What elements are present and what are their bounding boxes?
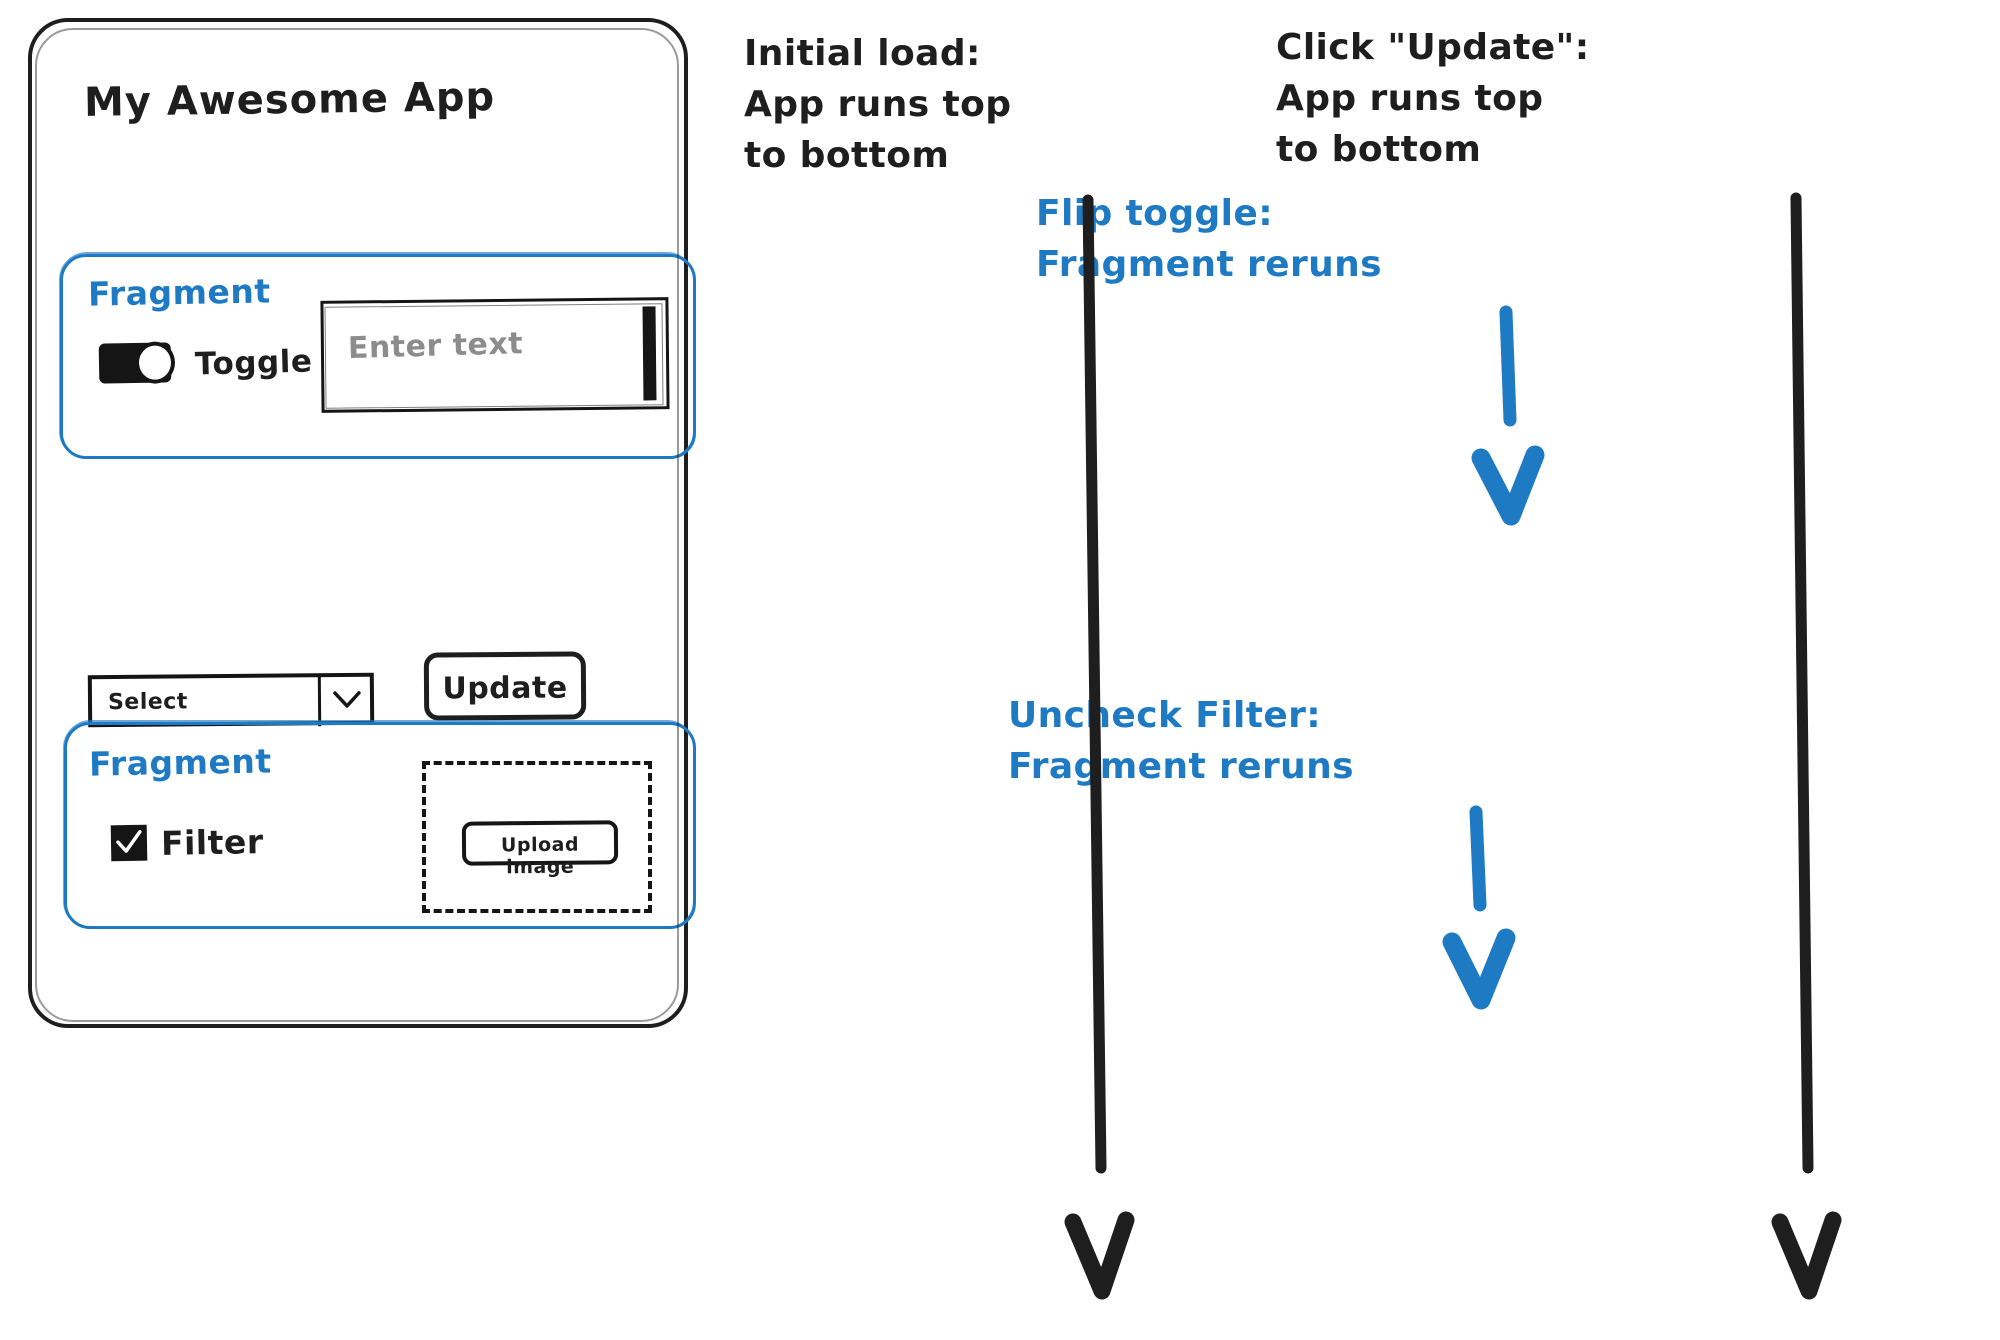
fragment-one-container: Fragment Toggle Enter text xyxy=(59,252,696,459)
toggle-label: Toggle xyxy=(194,343,313,383)
annotation-initial-load: Initial load: App runs top to bottom xyxy=(744,33,1012,177)
update-button-label: Update xyxy=(442,670,568,707)
select-divider xyxy=(317,676,322,727)
toggle-switch[interactable] xyxy=(98,341,176,384)
fragment-two-container: Fragment Filter Upload image xyxy=(63,720,696,929)
fragment-two-label: Fragment xyxy=(88,741,272,784)
text-input[interactable]: Enter text xyxy=(320,297,670,413)
annotation-click-update: Click "Update": App runs top to bottom xyxy=(1276,27,1590,171)
filter-checkbox[interactable] xyxy=(110,824,148,861)
upload-image-button[interactable]: Upload image xyxy=(461,820,619,878)
uncheck-filter-arrow xyxy=(1442,805,1516,1010)
toggle-knob xyxy=(134,341,176,384)
check-icon xyxy=(116,829,142,853)
click-update-arrow xyxy=(1771,192,1842,1300)
update-button[interactable]: Update xyxy=(423,651,587,721)
flip-toggle-arrow xyxy=(1471,305,1545,526)
page-title: My Awesome App xyxy=(83,74,496,126)
filter-row[interactable]: Filter xyxy=(110,822,264,863)
image-dropzone[interactable]: Upload image xyxy=(422,761,652,913)
text-input-placeholder: Enter text xyxy=(347,326,524,367)
filter-label: Filter xyxy=(160,822,264,863)
chevron-down-icon xyxy=(333,691,361,708)
toggle-row[interactable]: Toggle xyxy=(98,341,313,384)
app-phone-frame: My Awesome App Fragment Toggle Enter tex… xyxy=(28,18,696,1028)
select-value: Select xyxy=(107,689,188,716)
fragment-one-label: Fragment xyxy=(87,271,271,314)
annotation-flip-toggle: Flip toggle: Fragment reruns xyxy=(1036,193,1383,286)
upload-image-label: Upload image xyxy=(500,833,580,879)
text-cursor xyxy=(642,306,657,401)
annotation-uncheck-filter: Uncheck Filter: Fragment reruns xyxy=(1008,695,1355,788)
select-dropdown[interactable]: Select xyxy=(87,672,375,728)
